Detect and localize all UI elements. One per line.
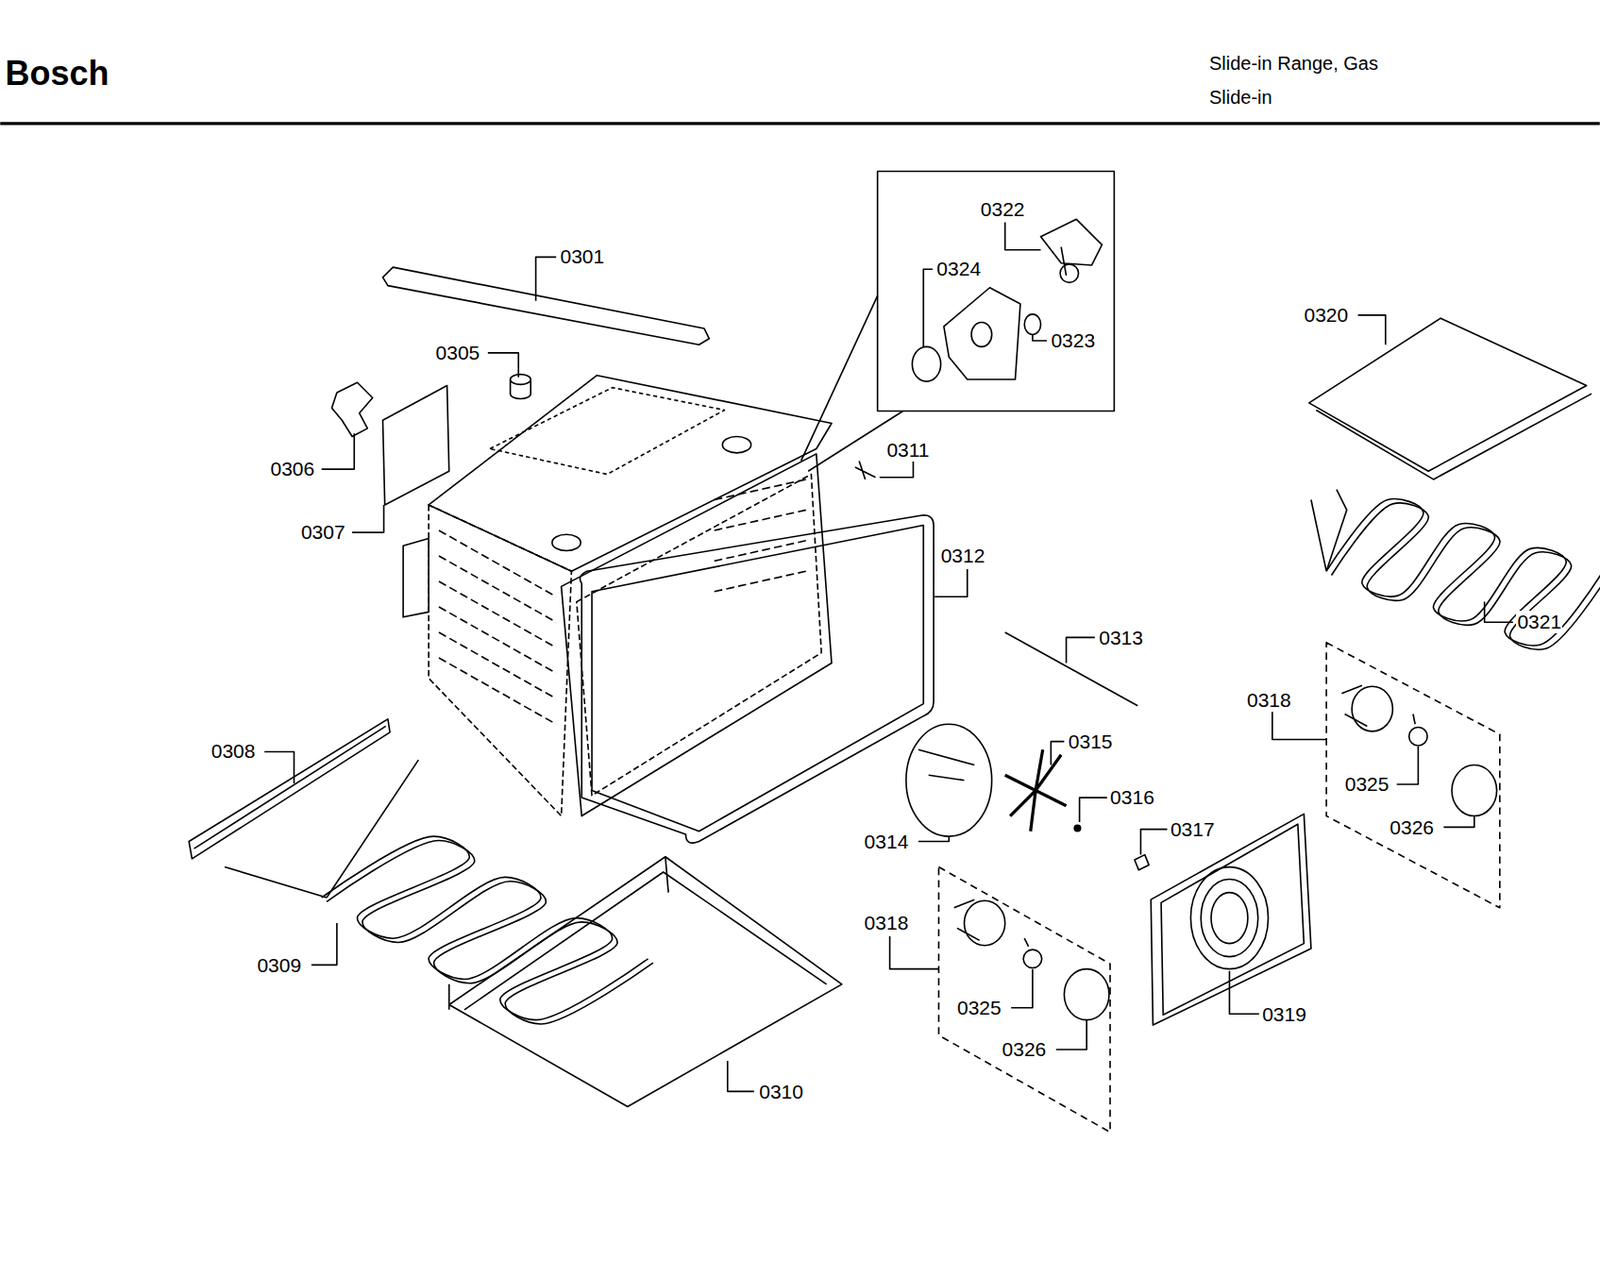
callout-number: 0306 bbox=[269, 457, 316, 481]
leader-line bbox=[264, 222, 1514, 1093]
callout-number: 0305 bbox=[435, 341, 482, 365]
terminal-lead bbox=[224, 759, 419, 898]
back-panel bbox=[1150, 813, 1312, 1026]
callout-number: 0309 bbox=[255, 954, 303, 977]
callout-number: 0318 bbox=[1246, 689, 1293, 712]
callout-number: 0317 bbox=[1169, 818, 1216, 842]
nut bbox=[1074, 825, 1080, 831]
callout-number: 0313 bbox=[1097, 626, 1145, 650]
callout-number: 0325 bbox=[956, 996, 1003, 1020]
header-text: Slide-in bbox=[1208, 85, 1274, 109]
ring bbox=[906, 724, 993, 837]
nut bbox=[911, 346, 941, 382]
bracket bbox=[331, 382, 372, 437]
callout-number: 0311 bbox=[885, 438, 930, 462]
thermostat bbox=[1041, 218, 1103, 275]
heating-element bbox=[1326, 499, 1600, 646]
terminal-lead bbox=[1311, 489, 1348, 572]
header-text: Slide-in Range, Gas bbox=[1208, 51, 1380, 75]
callout-number: 0301 bbox=[558, 245, 606, 269]
callout-number: 0326 bbox=[1001, 1038, 1048, 1062]
strip bbox=[188, 719, 390, 859]
callout-number: 0310 bbox=[757, 1080, 805, 1104]
inset-frame bbox=[877, 171, 1115, 412]
callout-number: 0321 bbox=[1515, 610, 1563, 634]
washer bbox=[1024, 314, 1041, 336]
callout-number: 0318 bbox=[863, 911, 910, 935]
top-bar bbox=[383, 267, 710, 345]
heating-element bbox=[326, 840, 654, 1025]
tray bbox=[1309, 318, 1592, 480]
floor-plate bbox=[449, 857, 843, 1108]
brand-title: Bosch bbox=[4, 54, 109, 93]
pin bbox=[855, 460, 876, 479]
callout-number: 0319 bbox=[1261, 1003, 1308, 1027]
small-part bbox=[510, 374, 532, 400]
callout-number: 0326 bbox=[1388, 816, 1435, 840]
callout-number: 0308 bbox=[210, 740, 257, 763]
lamp bbox=[954, 685, 1498, 1020]
callout-number: 0315 bbox=[1067, 730, 1114, 754]
callout-number: 0314 bbox=[863, 830, 910, 854]
header-rule bbox=[0, 121, 1600, 125]
callout-number: 0324 bbox=[935, 257, 982, 281]
callout-number: 0316 bbox=[1109, 786, 1156, 809]
gasket bbox=[579, 515, 934, 843]
fan bbox=[1005, 749, 1067, 831]
oven-cavity bbox=[403, 375, 832, 817]
callout-number: 0312 bbox=[940, 544, 987, 568]
dashed-group bbox=[1326, 642, 1500, 909]
heating-element bbox=[321, 836, 649, 1021]
plate bbox=[383, 385, 450, 505]
callout-number: 0323 bbox=[1049, 329, 1096, 353]
callout-number: 0325 bbox=[1344, 773, 1391, 796]
cap bbox=[1134, 855, 1149, 871]
callout-number: 0307 bbox=[300, 521, 347, 544]
callout-number: 0322 bbox=[979, 198, 1027, 221]
heating-element bbox=[1331, 503, 1600, 650]
insulation-piece bbox=[943, 287, 1021, 380]
dashed-group bbox=[938, 867, 1111, 1133]
callout-number: 0320 bbox=[1303, 303, 1350, 327]
